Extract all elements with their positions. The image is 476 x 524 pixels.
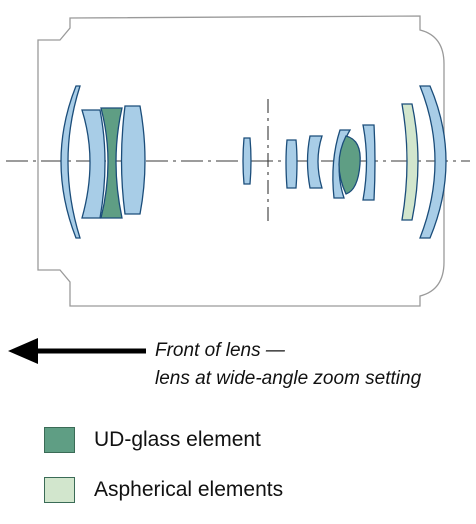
rear-element-2 [362,124,376,201]
front-element-4 [120,105,146,215]
front-arrow-head-icon [8,338,38,364]
rear-meniscus-element [419,85,447,239]
caption-zoom-setting: lens at wide-angle zoom setting [155,368,422,389]
legend-label-aspherical: Aspherical elements [94,478,284,501]
legend-item-ud-glass: UD-glass element [44,424,261,456]
middle-element-2 [285,139,298,189]
caption-front-of-lens: Front of lens — [155,340,285,361]
ud-glass-swatch [44,427,75,453]
aspherical-rear-element [401,103,419,221]
middle-element-3 [306,135,323,189]
aspherical-swatch [44,477,75,503]
legend-item-aspherical: Aspherical elements [44,474,283,506]
lens-barrel-outline [37,15,445,307]
ud-glass-rear-element [338,135,361,195]
front-meniscus-element [60,85,81,239]
ud-glass-front-element [100,107,123,219]
front-element-2 [81,109,106,219]
middle-element-1 [242,137,252,185]
legend-label-ud-glass: UD-glass element [94,428,261,451]
